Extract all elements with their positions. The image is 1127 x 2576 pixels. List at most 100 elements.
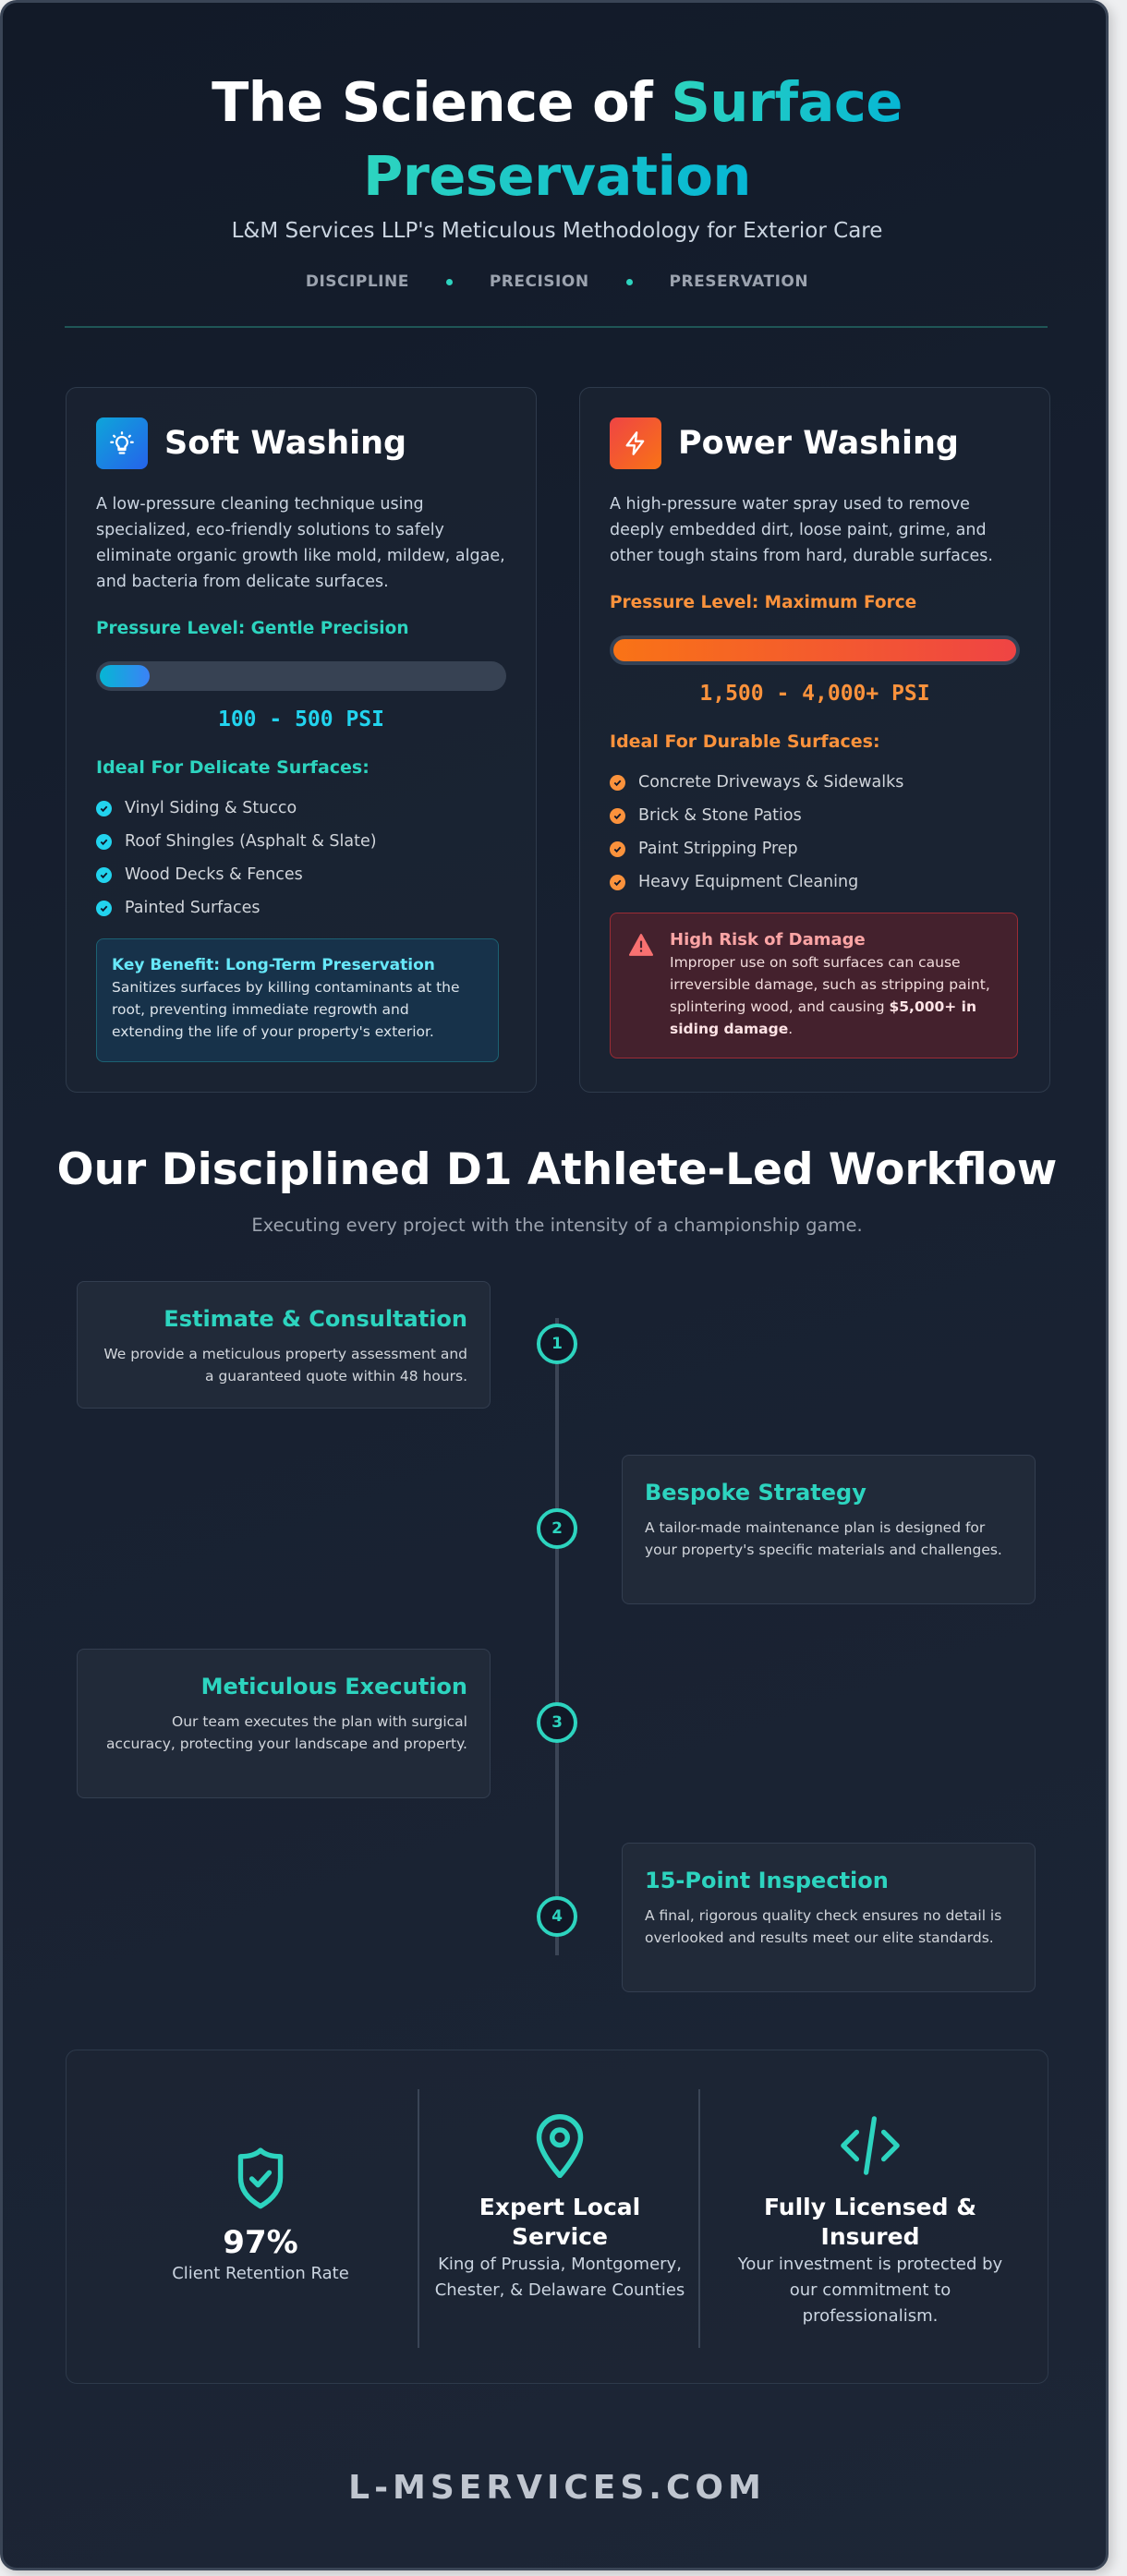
- column-divider: [418, 2089, 419, 2348]
- step-number-badge: 2: [537, 1508, 577, 1549]
- stat-label: Client Retention Rate: [172, 2264, 349, 2283]
- step-number-badge: 3: [537, 1702, 577, 1743]
- list-item-text: Heavy Equipment Cleaning: [638, 873, 859, 891]
- benefit-title: Key Benefit: Long-Term Preservation: [112, 956, 435, 974]
- check-circle-icon: [610, 774, 625, 791]
- trust-stats-panel: 97% Client Retention Rate Expert Local S…: [66, 2050, 1048, 2384]
- bullet-dot: [445, 278, 453, 285]
- title-accent-text: Surface: [671, 70, 903, 134]
- risk-warning-callout: High Risk of Damage Improper use on soft…: [610, 913, 1018, 1058]
- title-main-text: The Science of: [212, 70, 672, 134]
- card-title: Power Washing: [678, 425, 959, 462]
- stat-licensed: Fully Licensed & Insured Your investment…: [732, 2113, 1009, 2329]
- workflow-step-4: 15-Point Inspection A final, rigorous qu…: [622, 1843, 1036, 1992]
- bullet-dot: [625, 278, 633, 285]
- step-text: A tailor-made maintenance plan is design…: [645, 1519, 1002, 1558]
- page-title: The Science of Surface Preservation: [3, 66, 1106, 213]
- psi-range: 1,500 - 4,000+ PSI: [699, 682, 930, 706]
- timeline-line: [555, 1318, 559, 1955]
- list-item: Vinyl Siding & Stucco: [96, 792, 377, 825]
- pillar-preservation: PRESERVATION: [669, 272, 809, 291]
- title-accent-text-line2: Preservation: [363, 144, 751, 208]
- stat-label: Your investment is protected by our comm…: [737, 2255, 1003, 2326]
- card-description: A high-pressure water spray used to remo…: [610, 495, 993, 565]
- step-title: 15-Point Inspection: [645, 1868, 889, 1893]
- lightning-icon: [610, 417, 661, 469]
- card-header: Power Washing: [610, 417, 959, 469]
- step-title: Bespoke Strategy: [645, 1480, 866, 1506]
- check-circle-icon: [610, 841, 625, 857]
- page-subtitle: L&M Services LLP's Meticulous Methodolog…: [231, 219, 883, 243]
- column-divider: [698, 2089, 700, 2348]
- warning-triangle-icon: [629, 934, 653, 960]
- workflow-step-1: Estimate & Consultation We provide a met…: [77, 1281, 491, 1409]
- stat-heading: Expert Local Service: [479, 2194, 641, 2250]
- pressure-level-label: Pressure Level: Maximum Force: [610, 593, 917, 612]
- risk-title: High Risk of Damage: [670, 930, 866, 949]
- stat-local-service: Expert Local Service King of Prussia, Mo…: [434, 2113, 685, 2304]
- stat-label: King of Prussia, Montgomery, Chester, & …: [434, 2255, 685, 2300]
- stat-retention: 97% Client Retention Rate: [122, 2147, 399, 2287]
- benefit-text: Sanitizes surfaces by killing contaminan…: [112, 979, 460, 1040]
- list-item-text: Brick & Stone Patios: [638, 806, 802, 825]
- workflow-subtitle: Executing every project with the intensi…: [251, 1215, 863, 1236]
- pressure-meter-fill: [613, 639, 1016, 661]
- header-divider: [65, 326, 1048, 328]
- risk-text: Improper use on soft surfaces can cause …: [670, 954, 990, 1037]
- list-item: Heavy Equipment Cleaning: [610, 865, 903, 899]
- ideal-heading: Ideal For Delicate Surfaces:: [96, 757, 370, 778]
- list-item-text: Concrete Driveways & Sidewalks: [638, 773, 904, 792]
- psi-range: 100 - 500 PSI: [217, 707, 384, 732]
- stat-heading: Fully Licensed & Insured: [763, 2194, 977, 2250]
- step-text: Our team executes the plan with surgical…: [105, 1713, 467, 1752]
- map-pin-icon: [434, 2113, 685, 2178]
- shield-check-icon: [122, 2147, 399, 2211]
- lightbulb-icon: [96, 417, 148, 469]
- check-circle-icon: [96, 800, 112, 816]
- step-title: Estimate & Consultation: [164, 1306, 467, 1332]
- pillars-row: DISCIPLINE PRECISION PRESERVATION: [3, 272, 1106, 291]
- check-circle-icon: [96, 900, 112, 916]
- card-title: Soft Washing: [164, 425, 407, 462]
- card-description: A low-pressure cleaning technique using …: [96, 495, 505, 591]
- pressure-meter: [610, 635, 1020, 665]
- pillar-precision: PRECISION: [489, 272, 589, 291]
- pressure-meter-fill: [100, 665, 150, 687]
- workflow-title: Our Disciplined D1 Athlete-Led Workflow: [56, 1144, 1058, 1195]
- list-item: Concrete Driveways & Sidewalks: [610, 766, 903, 799]
- code-icon: [732, 2113, 1009, 2178]
- pillar-discipline: DISCIPLINE: [305, 272, 409, 291]
- workflow-step-3: Meticulous Execution Our team executes t…: [77, 1649, 491, 1798]
- check-circle-icon: [610, 807, 625, 824]
- step-text: We provide a meticulous property assessm…: [103, 1346, 467, 1385]
- workflow-step-2: Bespoke Strategy A tailor-made maintenan…: [622, 1455, 1036, 1604]
- step-text: A final, rigorous quality check ensures …: [645, 1907, 1002, 1946]
- check-circle-icon: [96, 866, 112, 883]
- soft-washing-card: Soft Washing A low-pressure cleaning tec…: [66, 387, 537, 1093]
- list-item-text: Wood Decks & Fences: [125, 865, 303, 884]
- ideal-surfaces-list: Vinyl Siding & Stucco Roof Shingles (Asp…: [96, 792, 377, 925]
- list-item-text: Vinyl Siding & Stucco: [125, 799, 297, 817]
- list-item-text: Paint Stripping Prep: [638, 840, 798, 858]
- step-number-badge: 4: [537, 1896, 577, 1937]
- website-link[interactable]: L-MSERVICES.COM: [348, 2469, 766, 2507]
- stat-value: 97%: [223, 2224, 298, 2261]
- list-item: Paint Stripping Prep: [610, 832, 903, 865]
- key-benefit-callout: Key Benefit: Long-Term Preservation Sani…: [96, 938, 499, 1062]
- ideal-surfaces-list: Concrete Driveways & Sidewalks Brick & S…: [610, 766, 903, 899]
- check-circle-icon: [610, 874, 625, 890]
- list-item: Brick & Stone Patios: [610, 799, 903, 832]
- card-header: Soft Washing: [96, 417, 406, 469]
- power-washing-card: Power Washing A high-pressure water spra…: [579, 387, 1050, 1093]
- pressure-level-label: Pressure Level: Gentle Precision: [96, 619, 409, 638]
- list-item-text: Roof Shingles (Asphalt & Slate): [125, 832, 377, 851]
- pressure-meter: [96, 661, 506, 691]
- step-number-badge: 1: [537, 1324, 577, 1364]
- list-item: Wood Decks & Fences: [96, 858, 377, 891]
- step-title: Meticulous Execution: [200, 1674, 467, 1699]
- list-item-text: Painted Surfaces: [125, 899, 261, 917]
- list-item: Painted Surfaces: [96, 891, 377, 925]
- ideal-heading: Ideal For Durable Surfaces:: [610, 732, 880, 752]
- list-item: Roof Shingles (Asphalt & Slate): [96, 825, 377, 858]
